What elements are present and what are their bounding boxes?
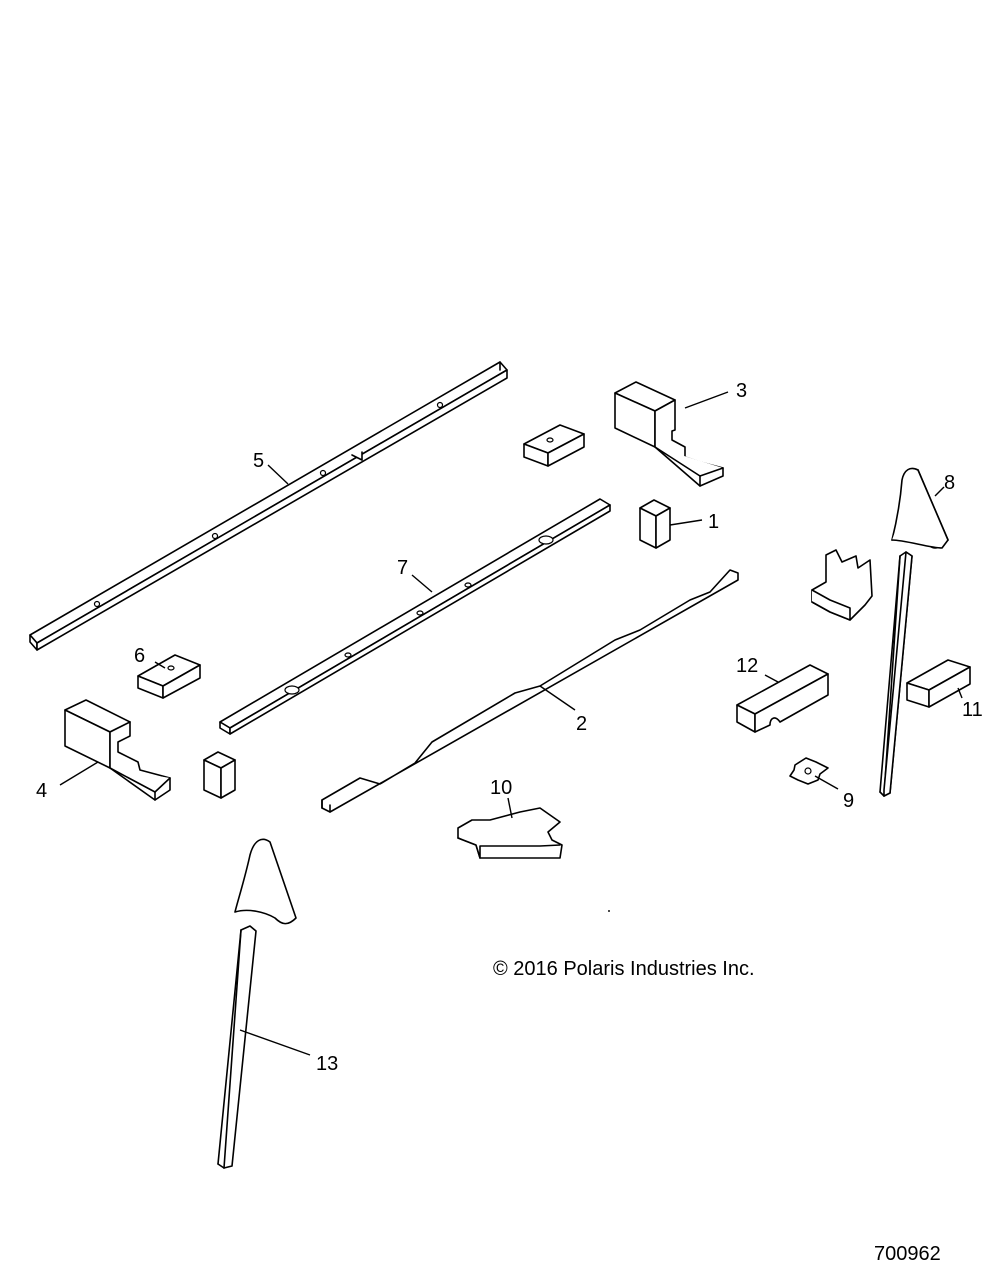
leader-13 [239, 1029, 311, 1056]
callout-2: 2 [576, 713, 587, 735]
leader-4 [59, 761, 99, 786]
leader-7 [411, 574, 433, 593]
callout-12: 12 [736, 655, 758, 677]
leader-10 [507, 797, 513, 819]
part-13-post [217, 925, 257, 1169]
leader-6 [154, 661, 166, 669]
leader-1 [669, 519, 703, 526]
callout-8: 8 [944, 472, 955, 494]
callout-1: 1 [708, 511, 719, 533]
part-3-stepped-block [614, 381, 724, 487]
callout-7: 7 [397, 557, 408, 579]
part-8-post [879, 551, 913, 797]
leader-8 [934, 486, 945, 497]
bracket-right [811, 549, 873, 621]
part-6-block [137, 654, 201, 699]
callout-11: 11 [962, 699, 983, 721]
leader-2 [539, 685, 576, 711]
figure-id: 700962 [874, 1243, 941, 1265]
callout-5: 5 [253, 450, 264, 472]
leader-lines [59, 391, 963, 1056]
part-1-cube [639, 499, 671, 549]
callout-3: 3 [736, 380, 747, 402]
part-11-block [906, 659, 971, 708]
part-7-flat-bar [219, 498, 611, 735]
leader-9 [814, 775, 839, 790]
block-upper [523, 424, 585, 467]
callout-6: 6 [134, 645, 145, 667]
part-12-notched-block [736, 664, 829, 733]
part-5-long-rail [29, 361, 508, 651]
copyright-notice: © 2016 Polaris Industries Inc. [493, 958, 755, 980]
callout-10: 10 [490, 777, 512, 799]
cube-lower-left [203, 751, 236, 799]
callout-labels: 1 2 3 4 5 6 7 8 9 10 11 12 13 [36, 380, 983, 1075]
leader-5 [267, 464, 289, 485]
leader-3 [684, 391, 729, 409]
part-8-arched-cap [891, 467, 949, 549]
callout-4: 4 [36, 780, 47, 802]
leader-12 [764, 674, 779, 683]
callout-9: 9 [843, 790, 854, 812]
part-2-notched-rail [321, 569, 739, 813]
part-10-bracket [457, 807, 563, 859]
part-13-arched-cap [234, 838, 297, 925]
part-4-stepped-block [64, 699, 171, 801]
leader-11 [957, 687, 963, 699]
callout-13: 13 [316, 1053, 338, 1075]
